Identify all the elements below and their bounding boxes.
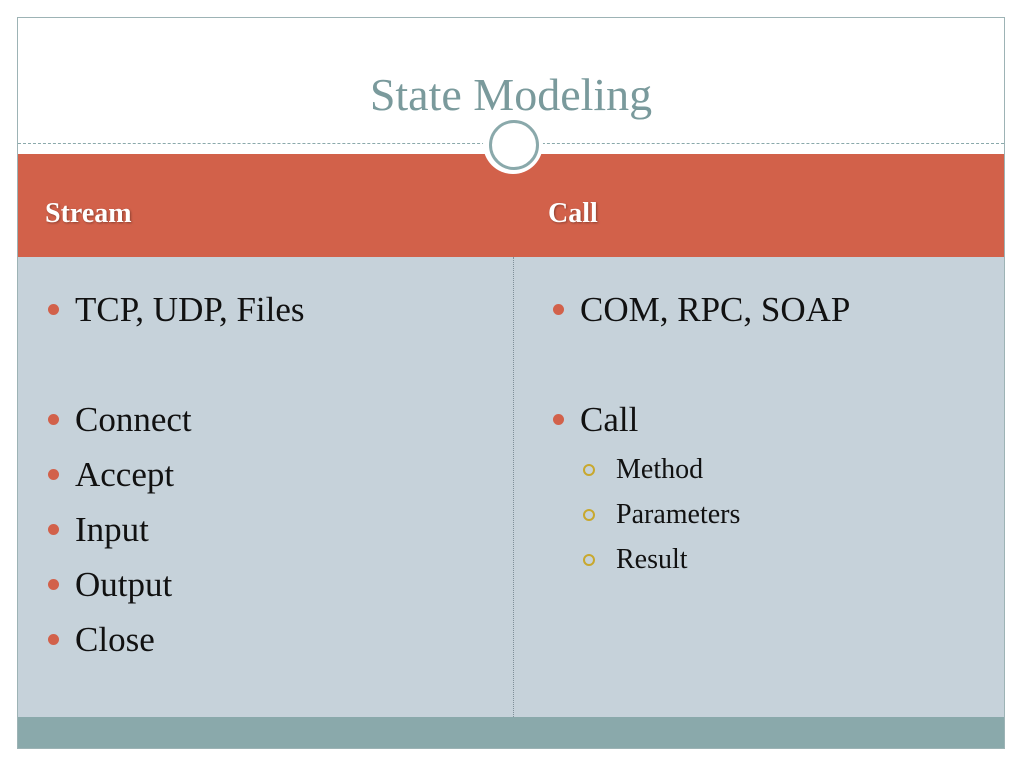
list-item: Close: [46, 612, 305, 667]
list-item-text: TCP, UDP, Files: [75, 290, 305, 329]
sub-list-item: Result: [551, 537, 850, 582]
bullet-icon: [48, 579, 59, 590]
hollow-bullet-icon: [583, 554, 595, 566]
list-item: COM, RPC, SOAP: [551, 282, 850, 337]
bullet-icon: [553, 414, 564, 425]
hollow-bullet-icon: [583, 509, 595, 521]
stream-list: TCP, UDP, Files Connect Accept Input Out…: [46, 282, 305, 667]
footer-band: [18, 717, 1004, 748]
bullet-icon: [48, 634, 59, 645]
list-item-text: Call: [580, 400, 639, 439]
ornament-ring: [489, 120, 539, 170]
table-body: [18, 257, 1004, 717]
column-heading-stream: Stream: [45, 198, 132, 229]
list-item-text: Input: [75, 510, 149, 549]
bullet-icon: [48, 304, 59, 315]
slide-title: State Modeling: [369, 69, 653, 120]
list-item: Accept: [46, 447, 305, 502]
list-item: Call: [551, 392, 850, 447]
list-item-text: Close: [75, 620, 155, 659]
list-item-text: Output: [75, 565, 173, 604]
call-list: COM, RPC, SOAP Call Method Parameters Re…: [551, 282, 850, 582]
list-item: Connect: [46, 392, 305, 447]
circle-ornament-icon: [483, 114, 543, 174]
bullet-icon: [553, 304, 564, 315]
sub-list-item-text: Result: [616, 544, 688, 575]
bullet-icon: [48, 524, 59, 535]
sub-list-item: Method: [551, 447, 850, 492]
sub-list-item: Parameters: [551, 492, 850, 537]
hollow-bullet-icon: [583, 464, 595, 476]
list-item-text: COM, RPC, SOAP: [580, 290, 851, 329]
bullet-icon: [48, 414, 59, 425]
sub-list-item-text: Parameters: [616, 499, 741, 530]
slide: State Modeling Stream Call TCP, UDP, Fil…: [17, 17, 1005, 749]
list-item-text: Connect: [75, 400, 192, 439]
column-divider: [513, 257, 514, 717]
list-item: TCP, UDP, Files: [46, 282, 305, 337]
list-item-text: Accept: [75, 455, 175, 494]
sub-list-item-text: Method: [616, 454, 704, 485]
column-heading-call: Call: [548, 198, 598, 229]
list-item: Input: [46, 502, 305, 557]
bullet-icon: [48, 469, 59, 480]
list-item: Output: [46, 557, 305, 612]
